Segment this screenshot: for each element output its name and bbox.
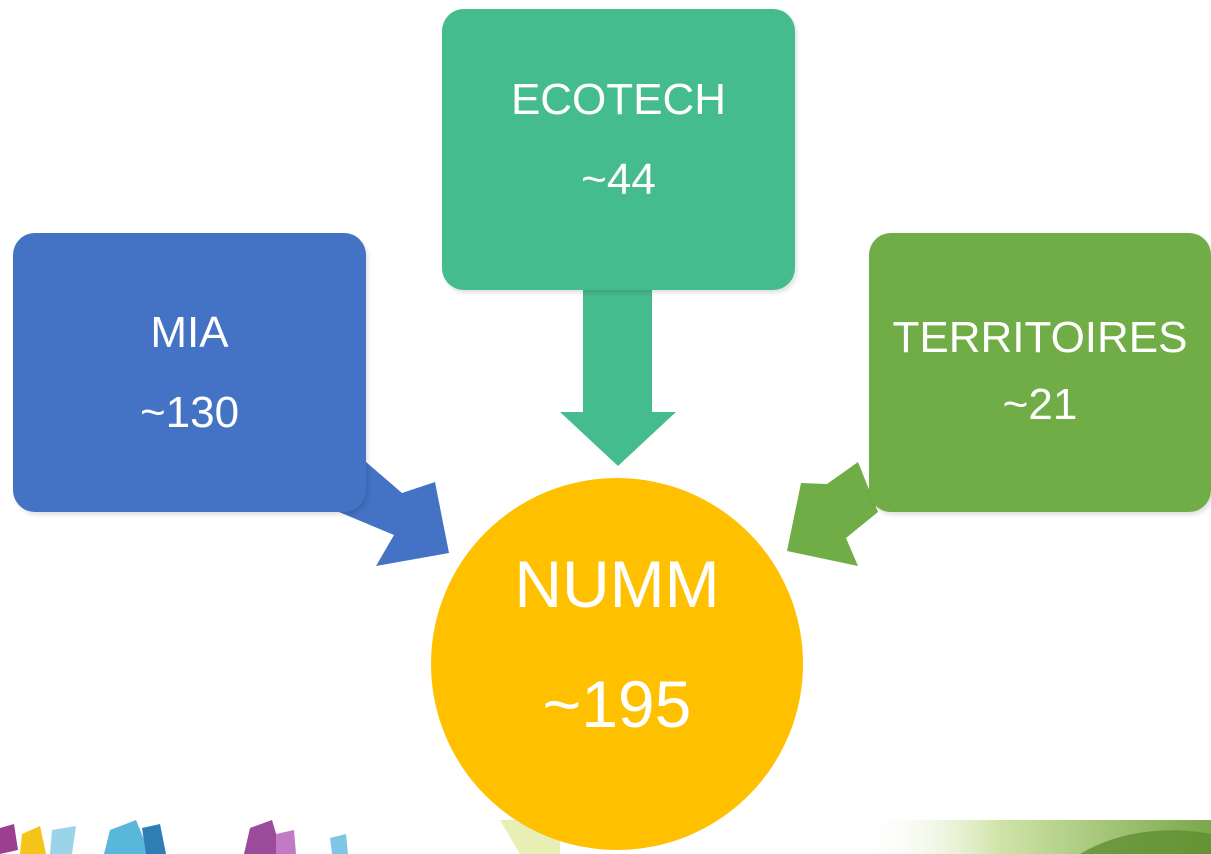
ecotech-box: ECOTECH ~44 <box>442 9 795 290</box>
numm-value: ~195 <box>542 667 692 741</box>
territoires-value: ~21 <box>1002 379 1078 429</box>
numm-label: NUMM <box>514 547 720 621</box>
decorative-footer-strip <box>0 820 1211 854</box>
ecotech-value: ~44 <box>581 154 656 204</box>
mia-value: ~130 <box>139 387 240 437</box>
territoires-label: TERRITOIRES <box>892 312 1188 362</box>
mia-box: MIA ~130 <box>13 233 366 512</box>
arrow-territoires-to-numm <box>787 462 878 566</box>
territoires-box: TERRITOIRES ~21 <box>869 233 1211 512</box>
mia-label: MIA <box>150 307 229 357</box>
ecotech-label: ECOTECH <box>510 74 727 124</box>
arrow-mia-to-numm <box>339 462 449 566</box>
arrow-ecotech-to-numm <box>560 290 676 466</box>
numm-circle: NUMM ~195 <box>431 478 803 850</box>
